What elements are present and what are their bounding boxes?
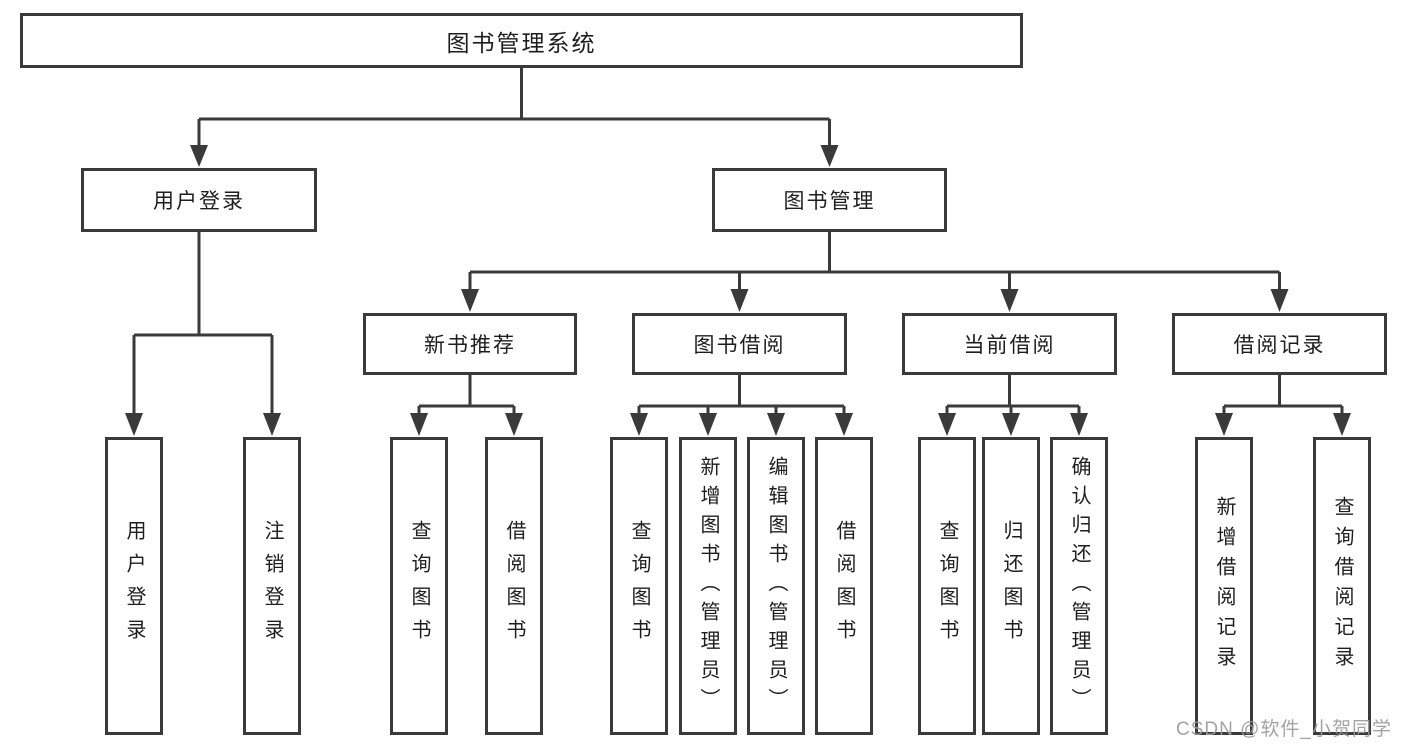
node-user-login: 用户登录 (81, 168, 317, 232)
arrowhead (699, 413, 717, 436)
leaf-label: 查询借阅记录 (1331, 496, 1353, 676)
arrowhead (1270, 289, 1289, 312)
arrowhead (1070, 413, 1088, 436)
leaf-label: 确认归还（管理员） (1068, 455, 1090, 717)
leaf-user-login: 用户登录 (105, 437, 163, 735)
arrowhead (730, 289, 749, 312)
arrowhead (938, 413, 956, 436)
leaf-label: 借阅图书 (503, 520, 525, 652)
leaf-label: 新增图书（管理员） (697, 455, 719, 717)
edge-user-login-to-leaves (132, 231, 274, 418)
leaf-label: 借阅图书 (833, 520, 855, 652)
leaf-query-books-borrowing: 查询图书 (610, 437, 668, 735)
arrowhead (1000, 289, 1019, 312)
arrowhead (263, 413, 281, 436)
arrowhead (410, 413, 428, 436)
arrowhead (1002, 413, 1020, 436)
edge-book-borrowing-to-leaves (637, 374, 846, 416)
leaf-label: 查询图书 (936, 520, 958, 652)
connector-arrowheads (125, 145, 1351, 436)
arrowhead (1333, 413, 1351, 436)
node-book-borrowing: 图书借阅 (632, 313, 847, 375)
node-current-borrowing: 当前借阅 (902, 313, 1117, 375)
arrowhead (630, 413, 648, 436)
edge-root-to-level2 (197, 66, 831, 150)
leaf-borrow-books-recommend: 借阅图书 (485, 437, 543, 735)
arrowhead (505, 413, 523, 436)
leaf-add-books-admin: 新增图书（管理员） (679, 437, 737, 735)
leaf-return-books: 归还图书 (982, 437, 1040, 735)
leaf-add-borrow-record: 新增借阅记录 (1195, 437, 1253, 735)
leaf-query-borrow-record: 查询借阅记录 (1313, 437, 1371, 735)
leaf-edit-books-admin: 编辑图书（管理员） (747, 437, 805, 735)
leaf-label: 用户登录 (123, 520, 145, 652)
leaf-label: 查询图书 (408, 520, 430, 652)
edge-borrowing-records-to-leaves (1222, 374, 1344, 416)
leaf-query-books-current: 查询图书 (918, 437, 976, 735)
node-root: 图书管理系统 (20, 13, 1023, 68)
arrowhead (125, 413, 143, 436)
arrowhead (767, 413, 785, 436)
edge-book-management-to-level3 (468, 231, 1281, 294)
arrowhead (835, 413, 853, 436)
leaf-label: 归还图书 (1000, 520, 1022, 652)
arrowhead (820, 145, 839, 167)
leaf-label: 新增借阅记录 (1213, 496, 1235, 676)
leaf-label: 查询图书 (628, 520, 650, 652)
arrowhead (190, 145, 208, 167)
edge-current-borrowing-to-leaves (945, 374, 1081, 416)
node-new-book-recommend: 新书推荐 (363, 313, 577, 375)
leaf-logout: 注销登录 (243, 437, 301, 735)
leaf-label: 注销登录 (261, 520, 283, 652)
node-book-management: 图书管理 (712, 168, 947, 232)
leaf-borrow-books-borrowing: 借阅图书 (815, 437, 873, 735)
node-borrowing-records: 借阅记录 (1172, 313, 1387, 375)
arrowhead (461, 289, 479, 312)
edge-new-book-recommend-to-leaves (417, 374, 516, 416)
leaf-label: 编辑图书（管理员） (765, 455, 787, 717)
leaf-query-books-recommend: 查询图书 (390, 437, 448, 735)
csdn-watermark: CSDN @软件_小贺同学 (1176, 719, 1392, 740)
arrowhead (1215, 413, 1233, 436)
leaf-confirm-return-admin: 确认归还（管理员） (1050, 437, 1108, 735)
